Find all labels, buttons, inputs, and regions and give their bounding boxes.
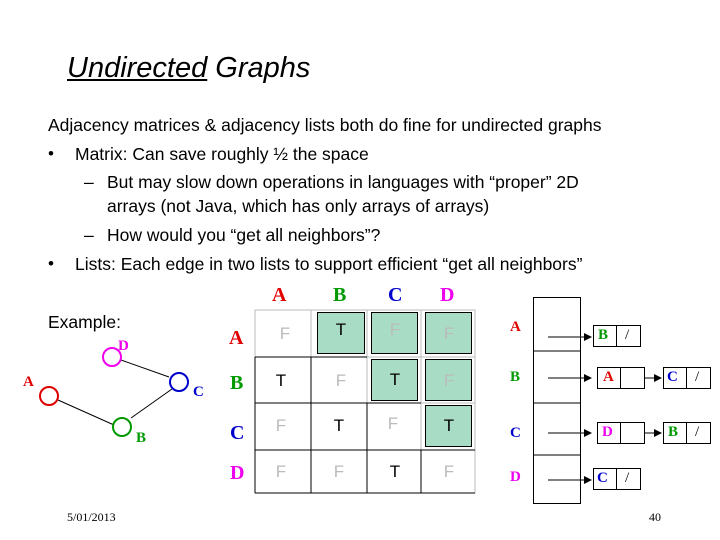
shade-b-d [425, 359, 472, 401]
edge-b-c [130, 388, 173, 419]
matrix-row-a: A [229, 327, 244, 349]
node-a [39, 386, 59, 406]
example-label: Example: [48, 312, 121, 332]
bullet-2-mark: • [48, 254, 54, 273]
matrix-cell: F [389, 320, 401, 339]
node-d-label: D [118, 338, 129, 354]
list-row-a-label: A [510, 319, 521, 335]
matrix-col-d: D [440, 284, 455, 306]
matrix-col-b: B [333, 284, 347, 306]
intro-text: Adjacency matrices & adjacency lists bot… [48, 115, 602, 135]
node-a-label: A [23, 374, 34, 390]
null-mark: / [625, 470, 630, 486]
slide-title: Undirected Graphs [67, 52, 310, 85]
sub-1a-dash: – [84, 172, 94, 192]
list-b-item-2: C [667, 369, 678, 385]
shade-a-c [371, 312, 418, 354]
matrix-cell: T [333, 416, 345, 435]
edge-a-b [57, 399, 115, 426]
matrix-cell: F [443, 324, 455, 343]
matrix-cell: F [387, 414, 399, 433]
list-node-d-1-value [593, 468, 617, 490]
list-c-item-1: D [602, 424, 613, 440]
bullet-2-text: Lists: Each edge in two lists to support… [75, 254, 583, 274]
sub-1a-line1: But may slow down operations in language… [107, 172, 579, 192]
matrix-cell: F [335, 371, 347, 390]
matrix-cell: F [275, 416, 287, 435]
title-rest: Graphs [207, 52, 311, 84]
sub-1b-dash: – [84, 225, 94, 245]
list-node-b-2-value [663, 367, 687, 389]
node-d [102, 347, 122, 367]
title-underlined: Undirected [67, 52, 208, 84]
list-node-c-1-value [597, 422, 621, 444]
matrix-row-d: D [230, 462, 245, 484]
shade-c-d [425, 405, 472, 447]
matrix-cell: F [275, 462, 287, 481]
matrix-cell: T [389, 462, 401, 481]
list-c-item-2: B [668, 424, 679, 440]
shade-a-d [425, 312, 472, 354]
list-row-d-label: D [510, 469, 521, 485]
matrix-cell: F [443, 462, 455, 481]
node-c [169, 372, 189, 392]
list-node-a-1-value [593, 325, 617, 347]
list-node-b-1-value [597, 367, 621, 389]
list-b-item-1: A [603, 369, 614, 385]
list-row-b-label: B [510, 369, 521, 385]
matrix-cell: T [275, 371, 287, 390]
matrix-cell: T [389, 370, 401, 389]
node-c-label: C [193, 384, 204, 400]
null-mark: / [625, 327, 630, 343]
matrix-cell: F [279, 324, 291, 343]
edge-c-d [120, 359, 170, 378]
list-node-c-2-value [663, 422, 687, 444]
list-row-c-label: C [510, 425, 521, 441]
null-mark: / [695, 369, 700, 385]
null-mark: / [695, 424, 700, 440]
matrix-cell: F [443, 371, 455, 390]
node-b-label: B [136, 430, 147, 446]
list-head-array [533, 297, 581, 504]
sub-1b-text: How would you “get all neighbors”? [107, 225, 381, 245]
matrix-col-c: C [388, 284, 403, 306]
matrix-row-b: B [230, 372, 244, 394]
matrix-row-c: C [230, 422, 245, 444]
matrix-col-a: A [272, 284, 287, 306]
matrix-cell: T [443, 416, 455, 435]
footer-date: 5/01/2013 [67, 510, 116, 524]
matrix-cell: T [335, 320, 347, 339]
list-a-item-1: B [598, 327, 609, 343]
shade-b-c [371, 359, 418, 401]
sub-1a-line2: arrays (not Java, which has only arrays … [107, 196, 490, 216]
bullet-1-mark: • [48, 144, 54, 163]
list-d-item-1: C [597, 470, 608, 486]
matrix-cell: F [333, 462, 345, 481]
node-b [112, 417, 132, 437]
shade-a-b [317, 312, 365, 354]
footer-page-number: 40 [649, 510, 661, 524]
bullet-1-text: Matrix: Can save roughly ½ the space [75, 144, 369, 164]
